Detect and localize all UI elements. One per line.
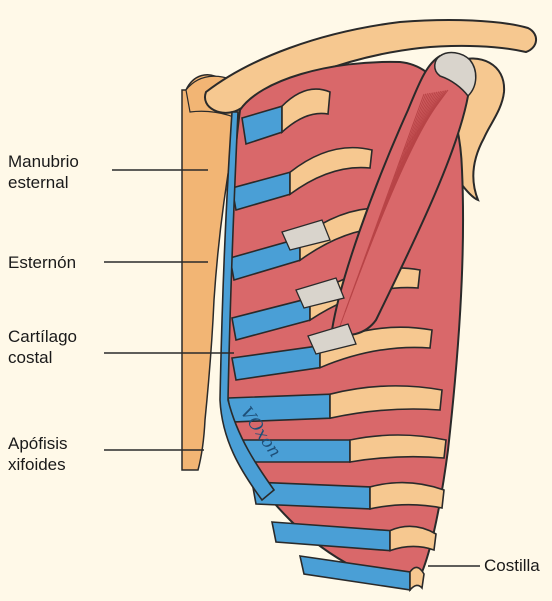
label-costilla: Costilla	[484, 555, 540, 576]
label-line: Costilla	[484, 555, 540, 576]
rib-bone	[390, 526, 436, 550]
label-esternon: Esternón	[8, 252, 76, 273]
label-apofisis-xifoides: Apófisis xifoides	[8, 433, 68, 475]
label-line: Apófisis	[8, 433, 68, 454]
label-line: Esternón	[8, 252, 76, 273]
label-cartilago-costal: Cartílago costal	[8, 326, 77, 368]
label-line: esternal	[8, 172, 79, 193]
label-line: costal	[8, 347, 77, 368]
label-line: Manubrio	[8, 151, 79, 172]
label-line: Cartílago	[8, 326, 77, 347]
label-line: xifoides	[8, 454, 68, 475]
rib-bone	[370, 483, 444, 509]
label-manubrio-esternal: Manubrio esternal	[8, 151, 79, 193]
rib-bone	[410, 567, 424, 590]
